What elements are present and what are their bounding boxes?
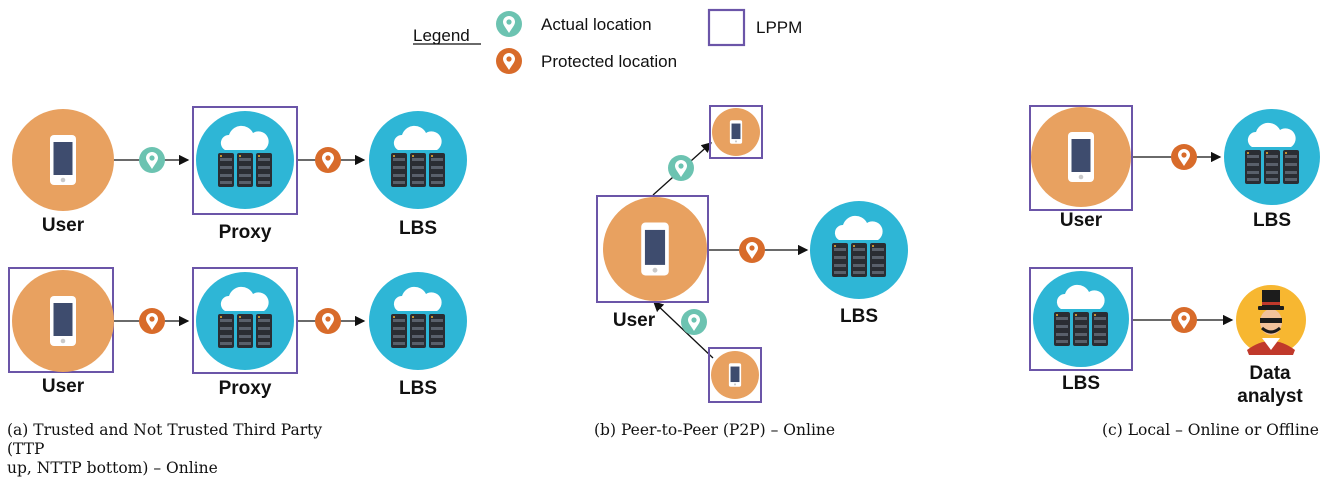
protected-location-pin-icon [315,147,341,173]
phone-icon [728,363,742,387]
protected-location-pin-icon [739,237,765,263]
proxy-label: Proxy [219,378,272,399]
phone-icon [1068,132,1094,182]
lbs-label: LBS [840,306,878,327]
panel-c-bottom: LBS Data analyst [1029,267,1306,407]
caption-a-line2: up, NTTP bottom) – Online [7,459,218,477]
caption-b: (b) Peer-to-Peer (P2P) – Online [594,421,836,439]
diagram-figure: Legend Actual location Protected locatio… [8,8,1320,407]
lppm-box [1029,105,1133,211]
legend-protected-pin-icon [496,48,522,74]
user-label: User [42,376,85,397]
analyst-label-line2: analyst [1237,386,1303,407]
lppm-box [192,106,298,215]
phone-icon [729,120,743,144]
panel-a-top: User Proxy LBS [12,106,467,243]
phone-icon [50,135,76,185]
lppm-box [708,347,762,403]
lppm-box [596,195,709,303]
caption-c: (c) Local – Online or Offline [1102,421,1319,439]
analyst-label-line1: Data [1249,363,1291,384]
legend-lppm-label: LPPM [756,18,802,37]
legend: Legend Actual location Protected locatio… [413,8,802,74]
legend-actual-label: Actual location [541,15,652,34]
panel-c-top: User LBS [1029,105,1320,231]
user-label: User [613,310,656,331]
lbs-label: LBS [399,218,437,239]
panel-b: User LBS [596,105,908,403]
protected-location-pin-icon [139,308,165,334]
lppm-box [709,105,763,159]
actual-location-pin-icon [139,147,165,173]
lppm-box [1029,267,1133,371]
protected-location-pin-icon [1171,307,1197,333]
lbs-label: LBS [1062,373,1100,394]
caption-a-line1: (a) Trusted and Not Trusted Third Party … [7,421,323,458]
proxy-label: Proxy [219,222,272,243]
protected-location-pin-icon [1171,144,1197,170]
user-label: User [42,215,85,236]
legend-protected-label: Protected location [541,52,677,71]
protected-location-pin-icon [315,308,341,334]
phone-icon [50,296,76,346]
user-label: User [1060,210,1103,231]
panel-a-bottom: User Proxy LBS [8,267,467,399]
legend-title: Legend [413,26,470,45]
data-analyst-icon [1236,285,1306,355]
lppm-box [192,267,298,374]
caption-a: (a) Trusted and Not Trusted Third Party … [7,421,337,478]
lbs-label: LBS [1253,210,1291,231]
actual-location-pin-icon [681,309,707,335]
legend-actual-pin-icon [496,11,522,37]
edge-peer-bottom-user [653,301,714,359]
actual-location-pin-icon [668,155,694,181]
phone-icon [641,222,669,276]
lbs-label: LBS [399,378,437,399]
legend-lppm-box [707,8,746,47]
